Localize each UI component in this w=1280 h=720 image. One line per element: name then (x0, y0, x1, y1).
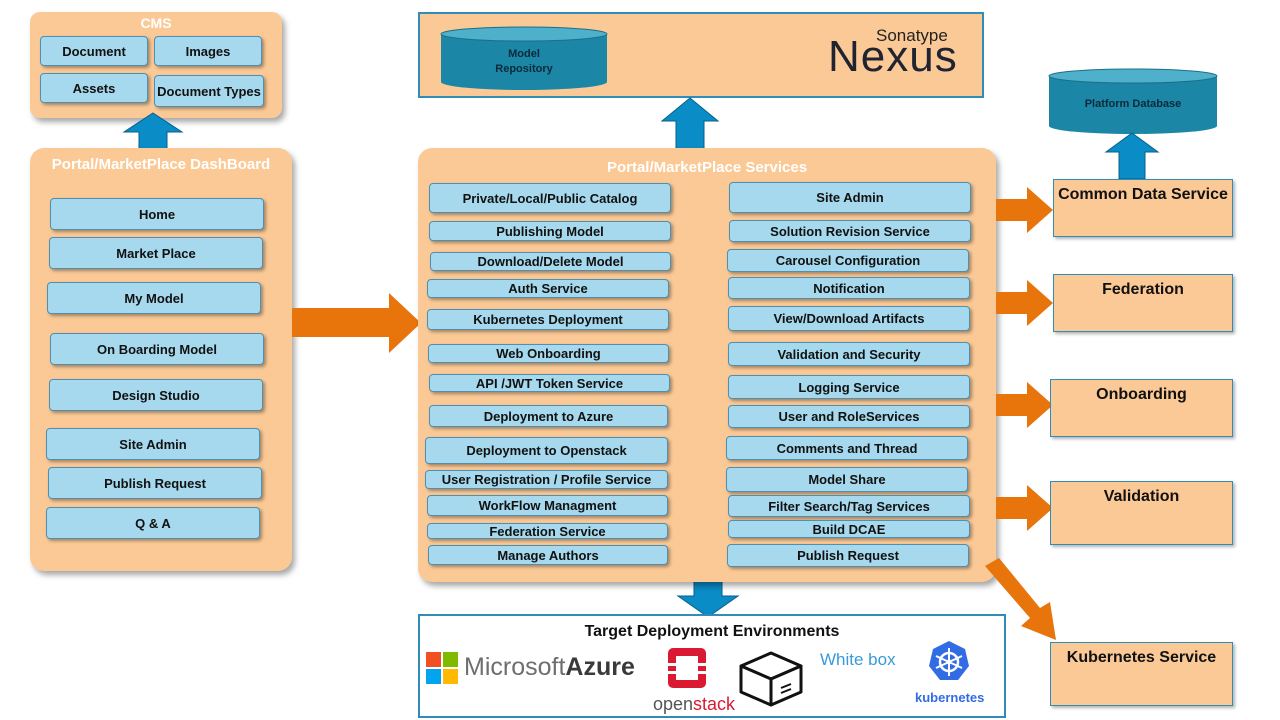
whitebox-label: White box (820, 650, 896, 669)
dashboard-design-studio-button[interactable]: Design Studio (49, 379, 263, 411)
svc-federation-service[interactable]: Federation Service (427, 523, 668, 539)
openstack-stack-word: stack (693, 694, 736, 714)
nexus-repository-box: Model Repository Sonatype Nexus (418, 12, 984, 98)
svc-comments-thread[interactable]: Comments and Thread (726, 436, 968, 460)
svc-user-registration[interactable]: User Registration / Profile Service (425, 470, 668, 489)
svc-logging-service[interactable]: Logging Service (728, 375, 970, 399)
svc-download-delete-model[interactable]: Download/Delete Model (430, 252, 671, 271)
svc-notification[interactable]: Notification (728, 277, 970, 299)
arrow-to-onboarding (996, 382, 1053, 428)
dashboard-panel: Portal/MarketPlace DashBoard Home Market… (30, 148, 292, 571)
svc-web-onboarding[interactable]: Web Onboarding (428, 344, 669, 363)
deployment-title: Target Deployment Environments (584, 623, 840, 640)
svc-deployment-azure[interactable]: Deployment to Azure (429, 405, 668, 427)
dashboard-qa-button[interactable]: Q & A (46, 507, 260, 539)
dashboard-site-admin-button[interactable]: Site Admin (46, 428, 260, 460)
svc-publish-request[interactable]: Publish Request (727, 544, 969, 567)
svc-view-download-artifacts[interactable]: View/Download Artifacts (728, 306, 970, 331)
cms-document-button[interactable]: Document (40, 36, 148, 66)
svc-deployment-openstack[interactable]: Deployment to Openstack (425, 437, 668, 464)
svc-private-catalog[interactable]: Private/Local/Public Catalog (429, 183, 671, 213)
arrow-services-to-nexus (660, 97, 720, 152)
arrow-dashboard-to-cms (122, 112, 184, 152)
dashboard-market-place-button[interactable]: Market Place (49, 237, 263, 269)
svc-build-dcae[interactable]: Build DCAE (728, 520, 970, 538)
svc-carousel-configuration[interactable]: Carousel Configuration (727, 249, 969, 272)
whitebox-icon (739, 651, 803, 707)
arrow-to-federation (996, 280, 1053, 326)
deployment-environments-box: Target Deployment Environments Microsoft… (418, 614, 1006, 718)
arrow-to-kubernetes-service (985, 558, 1056, 640)
svc-filter-search-tag[interactable]: Filter Search/Tag Services (728, 495, 970, 517)
arrow-cds-to-platform-database (1104, 132, 1160, 180)
cms-assets-button[interactable]: Assets (40, 73, 148, 103)
dashboard-publish-request-button[interactable]: Publish Request (48, 467, 262, 499)
openstack-text: openstack (653, 694, 735, 715)
svc-auth-service[interactable]: Auth Service (427, 279, 669, 298)
svc-site-admin[interactable]: Site Admin (729, 182, 971, 213)
kubernetes-logo-icon (929, 641, 969, 680)
arrow-dashboard-to-services (292, 293, 421, 353)
cms-panel: CMS Document Images Assets Document Type… (30, 12, 282, 118)
model-repository-label-line2: Repository (495, 63, 553, 75)
svc-manage-authors[interactable]: Manage Authors (428, 545, 668, 565)
validation-box[interactable]: Validation (1050, 481, 1233, 545)
sonatype-label: Sonatype (876, 26, 948, 45)
model-repository-cylinder (440, 26, 608, 90)
common-data-service-box[interactable]: Common Data Service (1053, 179, 1233, 237)
openstack-logo-icon (668, 648, 706, 688)
microsoft-logo-icon (426, 652, 458, 684)
svc-model-share[interactable]: Model Share (726, 467, 968, 492)
azure-logo-text: MicrosoftAzure (464, 653, 635, 682)
arrow-to-common-data-service (996, 187, 1053, 233)
platform-database-cylinder (1048, 68, 1218, 134)
federation-box[interactable]: Federation (1053, 274, 1233, 332)
svc-validation-security[interactable]: Validation and Security (728, 342, 970, 366)
kubernetes-service-box[interactable]: Kubernetes Service (1050, 642, 1233, 706)
cms-title: CMS (140, 15, 172, 31)
svc-solution-revision[interactable]: Solution Revision Service (729, 220, 971, 242)
dashboard-home-button[interactable]: Home (50, 198, 264, 230)
azure-azure-word: Azure (565, 653, 635, 681)
openstack-open-word: open (653, 694, 694, 714)
dashboard-my-model-button[interactable]: My Model (47, 282, 261, 314)
kubernetes-logo-text: kubernetes (915, 690, 985, 705)
arrow-services-to-deployment (676, 580, 740, 618)
cms-images-button[interactable]: Images (154, 36, 262, 66)
svc-api-jwt-token[interactable]: API /JWT Token Service (429, 374, 670, 392)
nexus-logo-text: Nexus (828, 32, 958, 81)
model-repository-label-line1: Model (508, 48, 540, 60)
services-title: Portal/MarketPlace Services (606, 159, 808, 176)
svc-publishing-model[interactable]: Publishing Model (429, 221, 671, 241)
svc-user-role-services[interactable]: User and RoleServices (728, 405, 970, 428)
azure-microsoft-word: Microsoft (464, 653, 566, 681)
cms-document-types-button[interactable]: Document Types (154, 75, 264, 107)
dashboard-onboarding-model-button[interactable]: On Boarding Model (50, 333, 264, 365)
svc-workflow-management[interactable]: WorkFlow Managment (427, 495, 668, 516)
dashboard-title: Portal/MarketPlace DashBoard (51, 156, 271, 173)
arrow-to-validation (996, 485, 1053, 531)
onboarding-box[interactable]: Onboarding (1050, 379, 1233, 437)
platform-database-label: Platform Database (1084, 98, 1182, 110)
svc-kubernetes-deployment[interactable]: Kubernetes Deployment (427, 309, 669, 330)
services-panel: Portal/MarketPlace Services Private/Loca… (418, 148, 996, 582)
